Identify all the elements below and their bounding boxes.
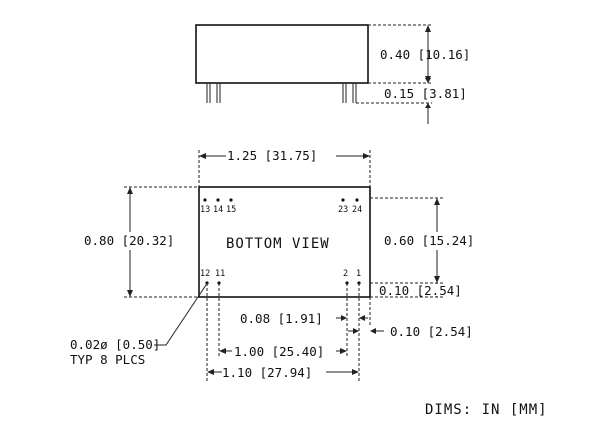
pin-label-1: 1 xyxy=(356,269,361,279)
pin-label-12: 12 xyxy=(200,269,210,279)
pin-count-label: TYP 8 PLCS xyxy=(70,352,145,367)
bottom-width-label: 1.25 [31.75] xyxy=(227,148,317,163)
side-pin-length-label: 0.15 [3.81] xyxy=(384,86,467,101)
pin-label-23: 23 xyxy=(338,205,348,215)
pin-label-2: 2 xyxy=(343,269,348,279)
edge-offset-label: 0.10 [2.54] xyxy=(390,324,473,339)
pin-label-24: 24 xyxy=(352,205,362,215)
pin-pitch-label: 0.08 [1.91] xyxy=(240,311,323,326)
pin-diameter-label: 0.02ø [0.50] xyxy=(70,337,160,352)
bottom-height-label: 0.80 [20.32] xyxy=(84,233,174,248)
side-pins xyxy=(206,83,357,103)
pin-label-14: 14 xyxy=(213,205,223,215)
side-body xyxy=(195,24,369,84)
top-pin-dots xyxy=(203,198,359,202)
outer-span-label: 1.10 [27.94] xyxy=(222,365,312,380)
side-height-label: 0.40 [10.16] xyxy=(380,47,470,62)
pin-row-offset-label: 0.10 [2.54] xyxy=(379,283,462,298)
pin-label-13: 13 xyxy=(200,205,210,215)
pin-label-11: 11 xyxy=(215,269,225,279)
inner-span-label: 1.00 [25.40] xyxy=(234,344,324,359)
bottom-view-title: BOTTOM VIEW xyxy=(226,236,330,252)
pin-label-15: 15 xyxy=(226,205,236,215)
units-note: DIMS: IN [MM] xyxy=(425,402,548,418)
pin-row-span-label: 0.60 [15.24] xyxy=(384,233,474,248)
bottom-body xyxy=(198,186,371,298)
side-view: 0.40 [10.16] 0.15 [3.81] xyxy=(195,24,470,124)
bottom-pin-dots xyxy=(205,281,361,285)
bottom-view: 1.25 [31.75] 0.80 [20.32] BOTTOM VIEW 13… xyxy=(70,148,474,382)
